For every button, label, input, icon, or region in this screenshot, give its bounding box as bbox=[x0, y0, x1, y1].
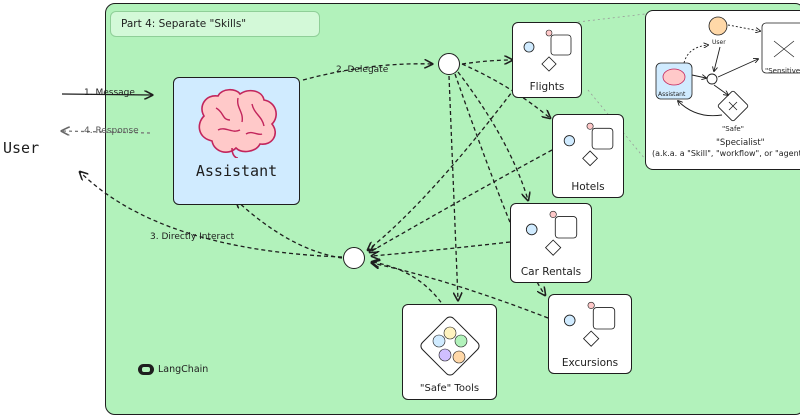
detail-title: "Specialist" bbox=[716, 138, 765, 148]
langchain-logo-icon bbox=[138, 364, 154, 375]
edge-label-direct: 3. Directly Interact bbox=[150, 232, 235, 242]
safe-tools-label: "Safe" Tools bbox=[419, 383, 480, 394]
mini-specialist-icon bbox=[563, 122, 614, 167]
edge-label-response: 4. Response bbox=[84, 126, 139, 136]
detail-safe-label: "Safe" bbox=[722, 125, 744, 133]
excursions-node: Excursions bbox=[548, 294, 632, 374]
edge-label-message: 1. Message bbox=[84, 88, 135, 98]
delegate-router bbox=[438, 53, 460, 75]
langchain-logo: LangChain bbox=[138, 364, 208, 375]
brain-icon bbox=[198, 88, 277, 158]
car-rentals-node: Car Rentals bbox=[510, 203, 592, 283]
flights-node: Flights bbox=[512, 22, 582, 98]
specialist-detail-diagram bbox=[655, 16, 800, 122]
mini-specialist-icon bbox=[523, 29, 572, 72]
detail-subtitle: (a.k.a. a "Skill", "workflow", or "agent… bbox=[652, 149, 800, 158]
mini-specialist-icon bbox=[525, 210, 578, 256]
hotels-label: Hotels bbox=[571, 181, 605, 193]
tools-diamond-icon bbox=[420, 316, 480, 376]
user-avatar-icon bbox=[708, 16, 728, 36]
detail-sensitive-label: "Sensitive" bbox=[765, 67, 800, 75]
car-rentals-label: Car Rentals bbox=[520, 266, 582, 278]
flights-label: Flights bbox=[529, 81, 565, 93]
safe-tools-node: "Safe" Tools bbox=[402, 304, 497, 400]
panel-title: Part 4: Separate "Skills" bbox=[110, 11, 320, 37]
detail-user-label: User bbox=[712, 39, 726, 46]
user-label: User bbox=[3, 139, 40, 157]
direct-router bbox=[343, 247, 365, 269]
edge-label-delegate: 2. Delegate bbox=[336, 65, 389, 75]
hotels-node: Hotels bbox=[552, 114, 624, 198]
langchain-logo-text: LangChain bbox=[158, 364, 209, 375]
mini-specialist-icon bbox=[563, 301, 616, 347]
excursions-label: Excursions bbox=[561, 357, 619, 369]
assistant-node: Assistant bbox=[173, 77, 300, 205]
assistant-label: Assistant bbox=[195, 162, 278, 180]
detail-assistant-label: Assistant bbox=[658, 91, 686, 98]
specialist-detail-card: User Assistant "Sensitive" "Safe" "Speci… bbox=[645, 10, 800, 170]
